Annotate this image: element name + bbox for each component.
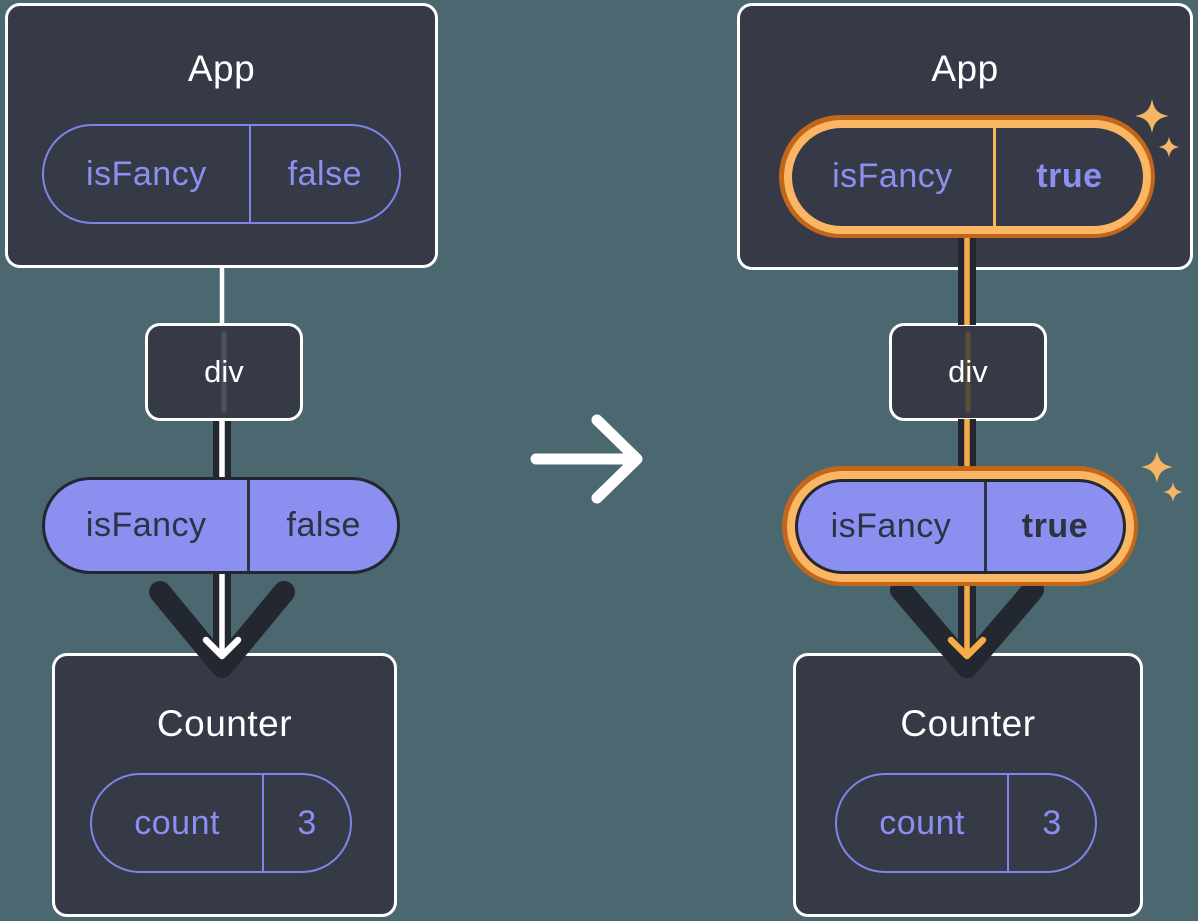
div-node-before: div: [145, 323, 303, 421]
app-state-pill-after: isFancy true: [791, 127, 1143, 226]
state-key: count: [92, 775, 265, 871]
state-value: 3: [297, 803, 317, 842]
prop-value: false: [286, 506, 361, 544]
highlight-ring-inner: isFancy true: [783, 119, 1151, 234]
sparkle-icon: [1163, 482, 1183, 502]
pass-through-line: [221, 331, 227, 413]
highlight-ring-inner: isFancy true: [786, 470, 1134, 582]
app-state-pill-after-highlight-ring: isFancy true: [779, 115, 1155, 238]
div-node-after: div: [889, 323, 1047, 421]
state-value: 3: [1042, 803, 1062, 842]
counter-state-pill-after: count 3: [835, 773, 1097, 873]
counter-title: Counter: [900, 703, 1036, 744]
state-key: isFancy: [792, 127, 997, 226]
div-title: div: [948, 354, 988, 389]
sparkle-icon: [1141, 451, 1173, 483]
app-state-pill-before: isFancy false: [42, 124, 401, 224]
div-title: div: [204, 354, 244, 389]
prop-pill-before: isFancy false: [42, 477, 400, 574]
right-arrow-icon: [530, 414, 643, 504]
counter-title: Counter: [156, 703, 293, 744]
app-title: App: [187, 48, 256, 89]
pass-through-line: [965, 331, 971, 413]
state-key: count: [837, 775, 1010, 871]
state-value: true: [1036, 157, 1103, 195]
prop-value: true: [1021, 506, 1088, 545]
app-title: App: [931, 48, 999, 89]
prop-pill-after-highlight-ring: isFancy true: [782, 466, 1138, 586]
prop-key: isFancy: [798, 481, 988, 571]
prop-key: isFancy: [45, 480, 251, 571]
prop-pill-after: isFancy true: [794, 478, 1126, 574]
state-key: isFancy: [44, 126, 251, 222]
state-value: false: [287, 154, 363, 193]
counter-state-pill-before: count 3: [90, 773, 352, 873]
